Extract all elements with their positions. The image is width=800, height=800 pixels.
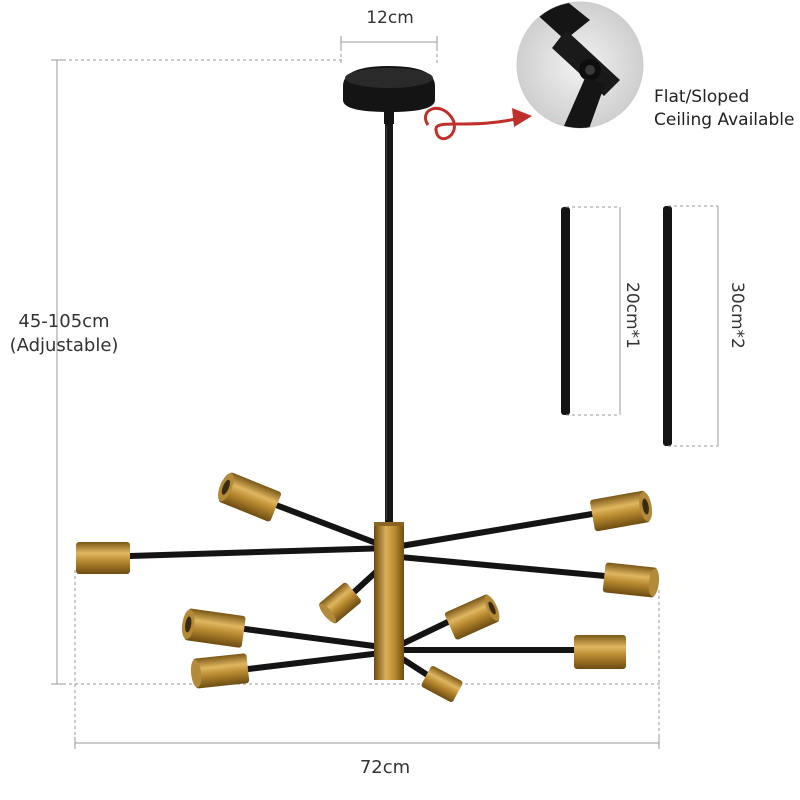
height-label: 45-105cm (Adjustable) (2, 310, 126, 358)
extension-rods (561, 205, 719, 447)
brass-center-column (374, 522, 404, 680)
rod-30cm-label: 30cm*2 (727, 282, 747, 349)
height-adjustable-label: (Adjustable) (9, 335, 119, 356)
ceiling-callout-line1: Flat/Sloped (654, 87, 750, 107)
rod-20cm-label: 20cm*1 (622, 282, 642, 349)
brass-sockets (76, 472, 660, 702)
ceiling-callout-line2: Ceiling Available (654, 110, 795, 130)
dimension-guides (51, 36, 660, 749)
ceiling-callout: Flat/Sloped Ceiling Available (654, 86, 794, 132)
ceiling-zoom-bubble (516, 1, 644, 129)
red-arrow-icon (424, 106, 532, 141)
canopy-and-rod (343, 66, 435, 524)
height-range-label: 45-105cm (18, 311, 110, 332)
span-width-label: 72cm (359, 757, 411, 778)
canopy-width-label: 12cm (366, 8, 414, 28)
chandelier-arms (127, 502, 608, 681)
